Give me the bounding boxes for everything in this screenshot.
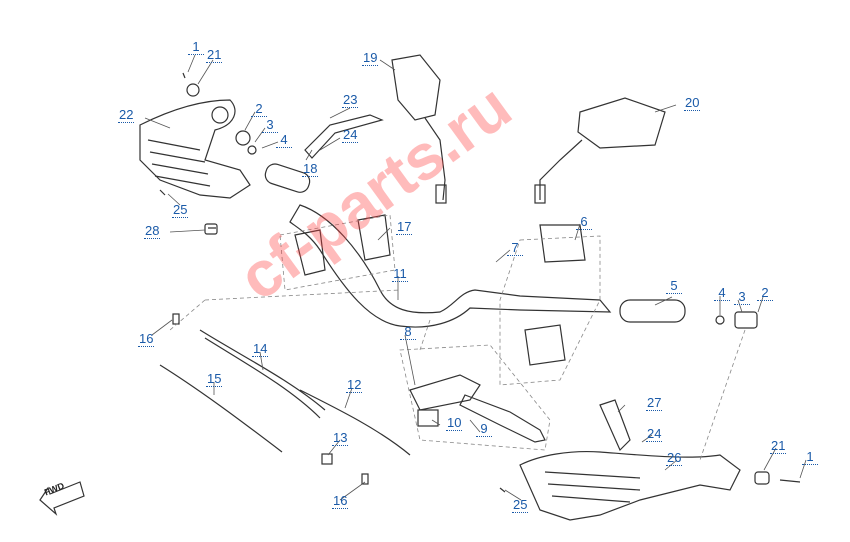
callout-13[interactable]: 13 (332, 430, 349, 446)
callout-9[interactable]: 9 (476, 422, 492, 437)
callout-26[interactable]: 26 (666, 450, 683, 466)
callout-15[interactable]: 15 (206, 371, 223, 387)
callout-25-lower[interactable]: 25 (512, 497, 529, 513)
callout-2-right[interactable]: 2 (757, 286, 773, 301)
callout-16-lower[interactable]: 16 (332, 493, 349, 509)
callout-3[interactable]: 3 (262, 118, 278, 133)
right-grip (619, 299, 686, 323)
callout-11[interactable]: 11 (392, 266, 408, 282)
callout-22[interactable]: 22 (118, 107, 135, 123)
callout-27[interactable]: 27 (646, 395, 663, 411)
callout-25[interactable]: 25 (172, 202, 189, 218)
callout-3-right[interactable]: 3 (734, 290, 750, 305)
callout-18[interactable]: 18 (302, 161, 319, 177)
callout-5[interactable]: 5 (666, 279, 682, 294)
forward-arrow (39, 481, 85, 516)
callout-6[interactable]: 6 (576, 215, 592, 230)
callout-7[interactable]: 7 (507, 241, 523, 256)
callout-23[interactable]: 23 (342, 92, 359, 108)
handlebar (289, 204, 612, 328)
callout-17[interactable]: 17 (396, 219, 413, 235)
cable-15 (159, 364, 283, 453)
callout-14[interactable]: 14 (252, 341, 269, 357)
callout-24[interactable]: 24 (342, 127, 359, 143)
callout-4-right[interactable]: 4 (714, 286, 730, 301)
callout-16[interactable]: 16 (138, 331, 155, 347)
brake-lever (304, 114, 384, 159)
callout-4[interactable]: 4 (276, 133, 292, 148)
left-mirror (391, 54, 441, 121)
callout-28[interactable]: 28 (144, 223, 161, 239)
left-grip (264, 163, 311, 193)
callout-20[interactable]: 20 (684, 95, 701, 111)
callout-21-lower[interactable]: 21 (770, 438, 787, 454)
callout-21[interactable]: 21 (206, 47, 223, 63)
cable-14 (199, 329, 326, 411)
callout-10[interactable]: 10 (446, 415, 463, 431)
right-mirror (577, 97, 666, 149)
callout-1[interactable]: 1 (188, 40, 204, 55)
callout-12[interactable]: 12 (346, 377, 363, 393)
left-handguard (139, 99, 251, 199)
callout-1-lower[interactable]: 1 (802, 450, 818, 465)
cable-12 (299, 389, 411, 456)
callout-8[interactable]: 8 (400, 325, 416, 340)
clutch-lever (409, 374, 481, 411)
callout-19[interactable]: 19 (362, 50, 379, 66)
right-handguard (519, 451, 741, 521)
callout-2[interactable]: 2 (251, 102, 267, 117)
callout-24-lower[interactable]: 24 (646, 426, 663, 442)
